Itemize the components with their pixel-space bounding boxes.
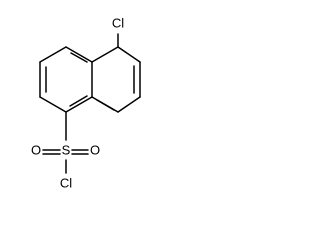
bond-c4a-c4: [65, 46, 93, 63]
bond-c1-c8a: [65, 96, 93, 113]
bond-c5-c6: [117, 46, 141, 63]
double-bond-c1-c8a-inner: [69, 95, 88, 107]
atom-s: S: [62, 142, 71, 157]
double-bond-c8-c8a-inner: [96, 99, 115, 111]
double-bond-c4-c4a-inner: [70, 52, 88, 63]
bond-c4a-c5: [91, 46, 119, 63]
atom-cl-top: Cl: [112, 15, 124, 30]
structure-diagram: Cl S O O Cl: [31, 15, 141, 190]
atom-o-right: O: [90, 142, 100, 157]
bond-c4-c3: [39, 46, 67, 63]
atom-o-left: O: [31, 142, 41, 157]
bond-c7-c8: [117, 96, 141, 113]
bond-c2-c1: [39, 96, 67, 113]
atom-cl-bottom: Cl: [60, 175, 72, 190]
